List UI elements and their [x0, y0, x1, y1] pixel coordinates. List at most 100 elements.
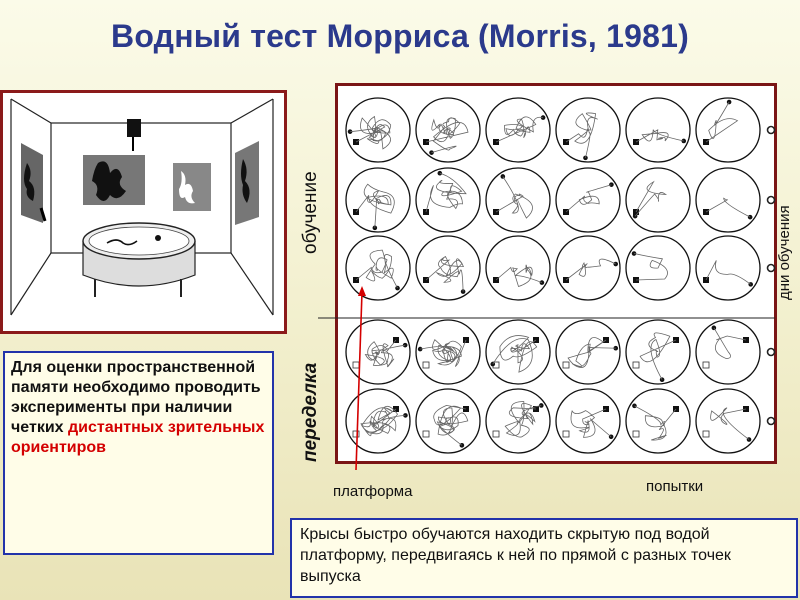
swim-path [567, 337, 616, 368]
start-point [347, 129, 353, 134]
swim-path [492, 335, 538, 373]
swim-path [495, 116, 544, 143]
start-point [613, 261, 619, 267]
training-label: обучение [300, 171, 321, 254]
trial-cell [485, 97, 551, 163]
start-point [747, 214, 753, 220]
trial-cell [555, 235, 621, 301]
swim-path [565, 258, 616, 281]
swim-path [425, 172, 467, 213]
training-days-label: дни обучения [776, 205, 793, 300]
swim-path [705, 260, 751, 285]
swim-path [634, 405, 677, 441]
pool-circle [485, 235, 551, 301]
trial-cell [625, 97, 691, 163]
swim-path [635, 129, 684, 143]
swim-path [705, 101, 739, 143]
pool-circle [695, 167, 761, 233]
swim-path [495, 264, 543, 288]
start-point [490, 361, 496, 367]
swim-path [420, 339, 467, 367]
swim-path [713, 327, 747, 360]
pool-circle [555, 167, 621, 233]
trial-cell [345, 319, 411, 385]
old-platform-marker [702, 430, 710, 438]
start-point [613, 345, 619, 351]
pool-illustration [82, 222, 196, 297]
swim-path [565, 112, 598, 158]
visual-cues-note: Для оценки пространственной памяти необх… [3, 351, 274, 555]
start-point [632, 403, 637, 409]
trial-cell [625, 319, 691, 385]
right-wall-cue [235, 141, 259, 225]
old-platform-marker [422, 430, 430, 438]
trial-cell [695, 388, 761, 454]
swim-path [425, 255, 465, 292]
swim-path [364, 339, 406, 368]
left-wall-cue [21, 143, 47, 223]
trial-cell [625, 235, 691, 301]
start-point [372, 225, 378, 231]
swim-path [565, 184, 612, 213]
trial-cell [415, 167, 481, 233]
trial-cell [415, 319, 481, 385]
old-platform-marker [562, 430, 570, 438]
start-point [417, 346, 423, 352]
pool-circle [695, 235, 761, 301]
trial-cell [695, 167, 761, 233]
swim-path [360, 406, 406, 437]
trial-cell [695, 319, 761, 385]
pool-circle [345, 388, 411, 454]
trial-cell [415, 388, 481, 454]
trial-cell [555, 319, 621, 385]
trial-cell [485, 388, 551, 454]
center-wall-cue [83, 119, 145, 205]
pool-circle [695, 97, 761, 163]
trial-cell [485, 319, 551, 385]
learning-summary-note: Крысы быстро обучаются находить скрытую … [290, 518, 798, 598]
old-platform-marker [702, 361, 710, 369]
swim-path [710, 407, 750, 440]
swim-path [639, 332, 677, 380]
pool-circle [415, 235, 481, 301]
trial-cell [555, 97, 621, 163]
platform-marker [463, 337, 469, 343]
start-point [403, 413, 408, 418]
pool-circle [345, 167, 411, 233]
pool-circle [625, 319, 691, 385]
swim-path [433, 404, 469, 446]
page-title: Водный тест Морриса (Morris, 1981) [111, 18, 689, 54]
trial-cell [415, 235, 481, 301]
trial-cell [625, 167, 691, 233]
start-point [500, 174, 506, 179]
trajectory-grid-frame [335, 83, 777, 464]
trial-cell [485, 167, 551, 233]
swim-path [355, 249, 398, 289]
old-platform-marker [632, 361, 640, 369]
swim-path [425, 117, 469, 153]
trial-cell [555, 388, 621, 454]
pool-circle [415, 97, 481, 163]
trial-cell [695, 97, 761, 163]
trial-cell [695, 235, 761, 301]
platform-label: платформа [333, 483, 413, 500]
old-platform-marker [492, 430, 500, 438]
pool-circle [345, 235, 411, 301]
swim-path [633, 253, 668, 281]
swim-path [504, 401, 542, 438]
trial-cell [345, 235, 411, 301]
swim-path [634, 180, 668, 217]
trial-cell [485, 235, 551, 301]
visual-cues-note-highlight: дистантных зрительных ориентиров [11, 419, 265, 456]
swim-path [570, 408, 612, 438]
start-point [609, 182, 614, 187]
trial-cell [555, 167, 621, 233]
swim-path [355, 183, 395, 228]
swim-path [495, 176, 533, 219]
trial-cell [415, 97, 481, 163]
trial-cell [625, 388, 691, 454]
pool-circle [625, 388, 691, 454]
right-center-wall-cue [173, 163, 211, 211]
room-illustration-frame [0, 90, 287, 334]
pool-circle [415, 167, 481, 233]
